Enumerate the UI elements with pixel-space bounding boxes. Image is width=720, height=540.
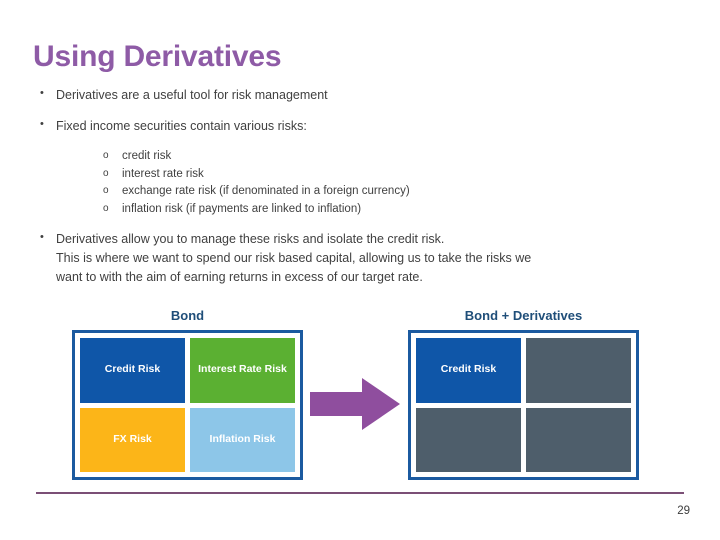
circle-marker-icon: o <box>103 202 109 214</box>
sub-bullet-item: o inflation risk (if payments are linked… <box>103 201 696 218</box>
circle-marker-icon: o <box>103 150 109 162</box>
arrow-polygon <box>310 378 400 430</box>
bullet-text: Derivatives are a useful tool for risk m… <box>56 88 328 102</box>
footer-divider <box>36 492 684 494</box>
risk-cell-hedged-1 <box>526 338 631 403</box>
diagram-bond-derivatives: Bond + Derivatives Credit Risk <box>408 308 639 480</box>
diagram-bond: Bond Credit Risk Interest Rate Risk FX R… <box>72 308 303 480</box>
page-title: Using Derivatives <box>33 40 282 73</box>
diagram-bond-grid: Credit Risk Interest Rate Risk FX Risk I… <box>80 338 295 472</box>
sub-bullet-text: credit risk <box>122 150 172 163</box>
paragraph-line: want to with the aim of earning returns … <box>56 270 423 284</box>
right-arrow-shape <box>310 378 400 430</box>
paragraph-line: This is where we want to spend our risk … <box>56 251 532 265</box>
sub-bullet-item: o exchange rate risk (if denominated in … <box>103 183 696 200</box>
sub-bullet-text: interest rate risk <box>122 167 204 180</box>
page-number: 29 <box>677 505 690 517</box>
bullet-marker-icon: • <box>40 118 44 131</box>
body-content: • Derivatives are a useful tool for risk… <box>36 86 696 218</box>
bullet-marker-icon: • <box>40 231 44 243</box>
diagram-bond-derivatives-box: Credit Risk <box>408 330 639 480</box>
risk-cell-credit-risk: Credit Risk <box>80 338 185 403</box>
sub-bullet-text: inflation risk (if payments are linked t… <box>122 202 362 215</box>
circle-marker-icon: o <box>103 185 109 197</box>
bullet-item: • Fixed income securities contain variou… <box>36 117 696 135</box>
diagram-bond-label: Bond <box>170 308 205 323</box>
bullet-text: Fixed income securities contain various … <box>56 119 307 134</box>
diagram-bond-box: Credit Risk Interest Rate Risk FX Risk I… <box>72 330 303 480</box>
paragraph-text: Derivatives allow you to manage these ri… <box>56 230 706 287</box>
bullet-marker-icon: • <box>40 87 44 99</box>
diagram-bond-derivatives-label: Bond + Derivatives <box>464 308 583 323</box>
bullet-item: • Derivatives are a useful tool for risk… <box>36 86 696 104</box>
risk-cell-credit-risk: Credit Risk <box>416 338 521 403</box>
risk-cell-hedged-3 <box>526 407 631 472</box>
sub-bullet-text: exchange rate risk (if denominated in a … <box>122 185 410 198</box>
right-arrow-icon <box>310 378 402 430</box>
risk-cell-hedged-2 <box>416 407 521 472</box>
risk-cell-fx-risk: FX Risk <box>80 407 185 472</box>
circle-marker-icon: o <box>103 167 109 179</box>
diagram-bond-derivatives-grid: Credit Risk <box>416 338 631 472</box>
sub-bullet-item: o interest rate risk <box>103 166 696 183</box>
risk-cell-interest-rate-risk: Interest Rate Risk <box>190 338 295 403</box>
sub-bullet-item: o credit risk <box>103 148 696 165</box>
sub-bullet-list: o credit risk o interest rate risk o exc… <box>103 148 696 218</box>
paragraph-bullet: • Derivatives allow you to manage these … <box>36 230 706 287</box>
paragraph-line: Derivatives allow you to manage these ri… <box>56 232 445 246</box>
risk-cell-inflation-risk: Inflation Risk <box>190 407 295 472</box>
